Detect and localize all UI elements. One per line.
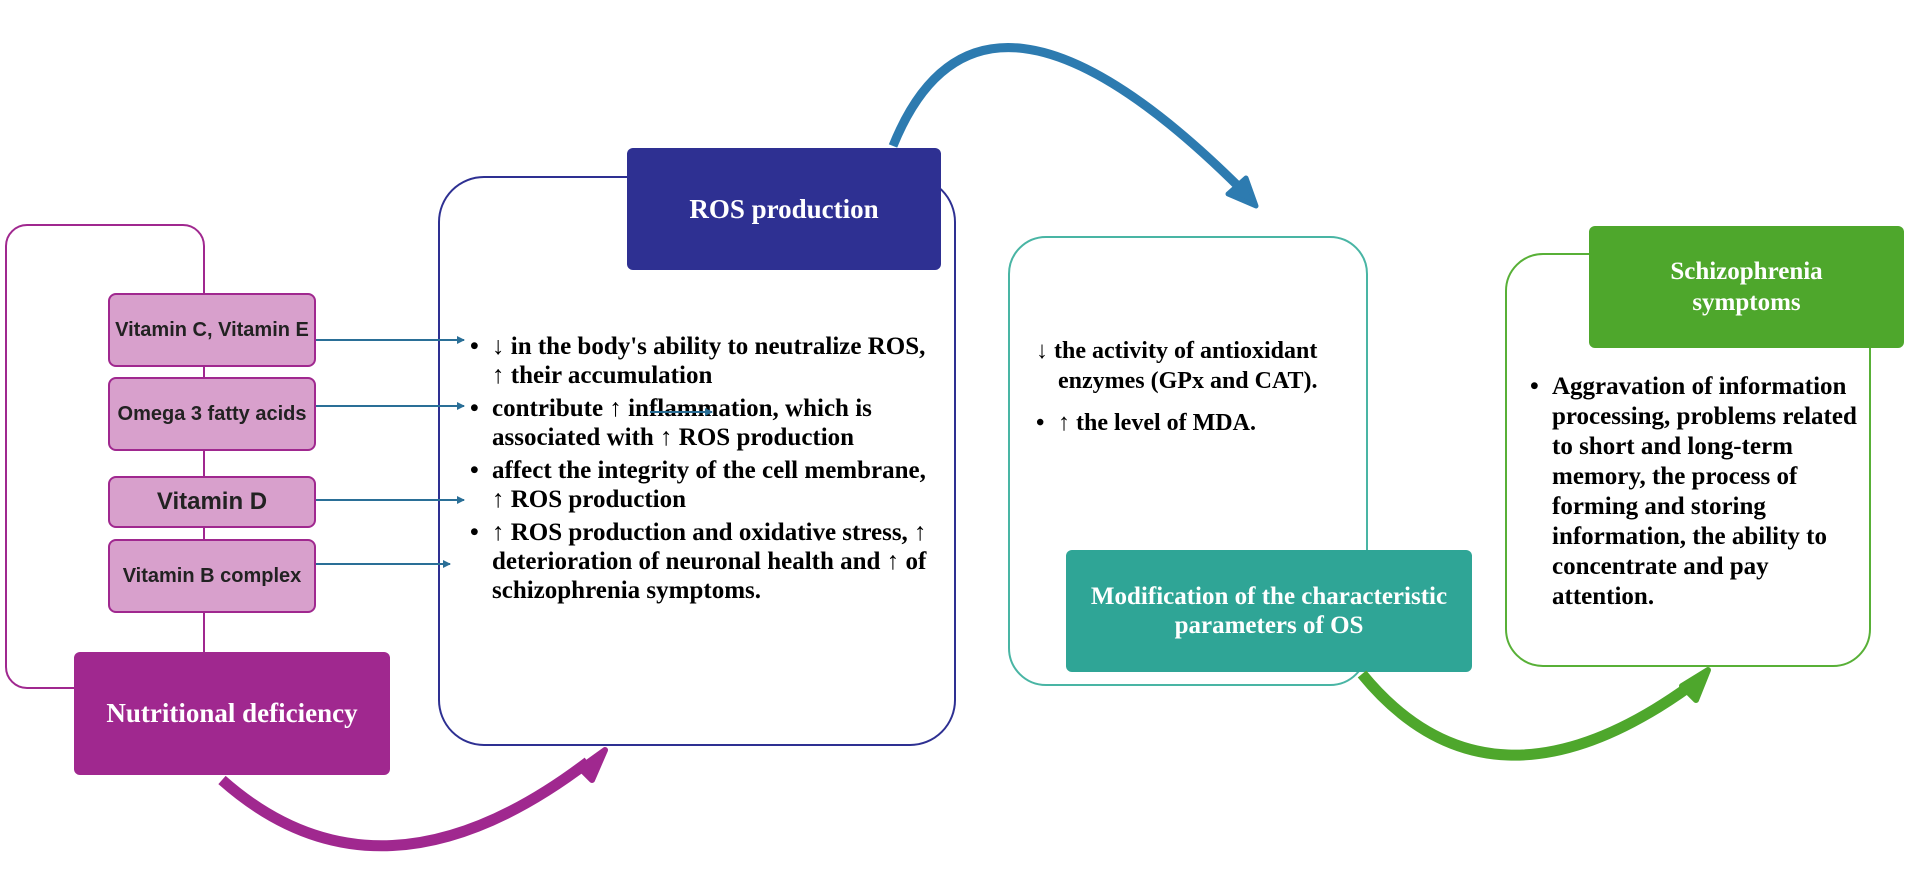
vitamin-c-e-box: Vitamin C, Vitamin E [108, 293, 316, 367]
ros-production-header: ROS production [627, 148, 941, 270]
vitamin-b-label: Vitamin B complex [122, 565, 302, 587]
vitamin-b-box: Vitamin B complex [108, 539, 316, 613]
omega-3-label: Omega 3 fatty acids [117, 403, 307, 425]
schizophrenia-bullet-1: Aggravation of information processing, p… [1530, 372, 1866, 612]
curve-arrow-nutrition-to-ros [218, 747, 608, 852]
ros-bullet-1: ↓ in the body's ability to neutralize RO… [470, 332, 930, 390]
ros-bullet-3: affect the integrity of the cell membran… [470, 456, 930, 514]
os-item-1: ↓ the activity of antioxidant enzymes (G… [1036, 338, 1318, 394]
curve-arrow-ros-to-os [888, 43, 1259, 209]
ros-bullet-2: contribute ↑ inflammation, which is asso… [470, 394, 930, 452]
os-item-2: ↑ the level of MDA. [1036, 408, 1356, 438]
ros-bullet-list: ↓ in the body's ability to neutralize RO… [470, 332, 930, 605]
vitamin-c-e-label: Vitamin C, Vitamin E [115, 319, 309, 341]
schizophrenia-symptoms-header: Schizophrenia symptoms [1589, 226, 1904, 348]
ros-bullet-4: ↑ ROS production and oxidative stress, ↑… [470, 518, 930, 605]
vitamin-d-box: Vitamin D [108, 476, 316, 528]
nutritional-deficiency-header: Nutritional deficiency [74, 652, 390, 775]
os-modification-header: Modification of the characteristic param… [1066, 550, 1472, 672]
schizophrenia-bullet-list: Aggravation of information processing, p… [1530, 372, 1866, 612]
os-item-list: ↓ the activity of antioxidant enzymes (G… [1036, 336, 1356, 438]
vitamin-d-label: Vitamin D [156, 488, 268, 515]
curve-arrow-os-to-schizophrenia [1357, 667, 1711, 761]
omega-3-box: Omega 3 fatty acids [108, 377, 316, 451]
connector-arrows [316, 336, 713, 568]
